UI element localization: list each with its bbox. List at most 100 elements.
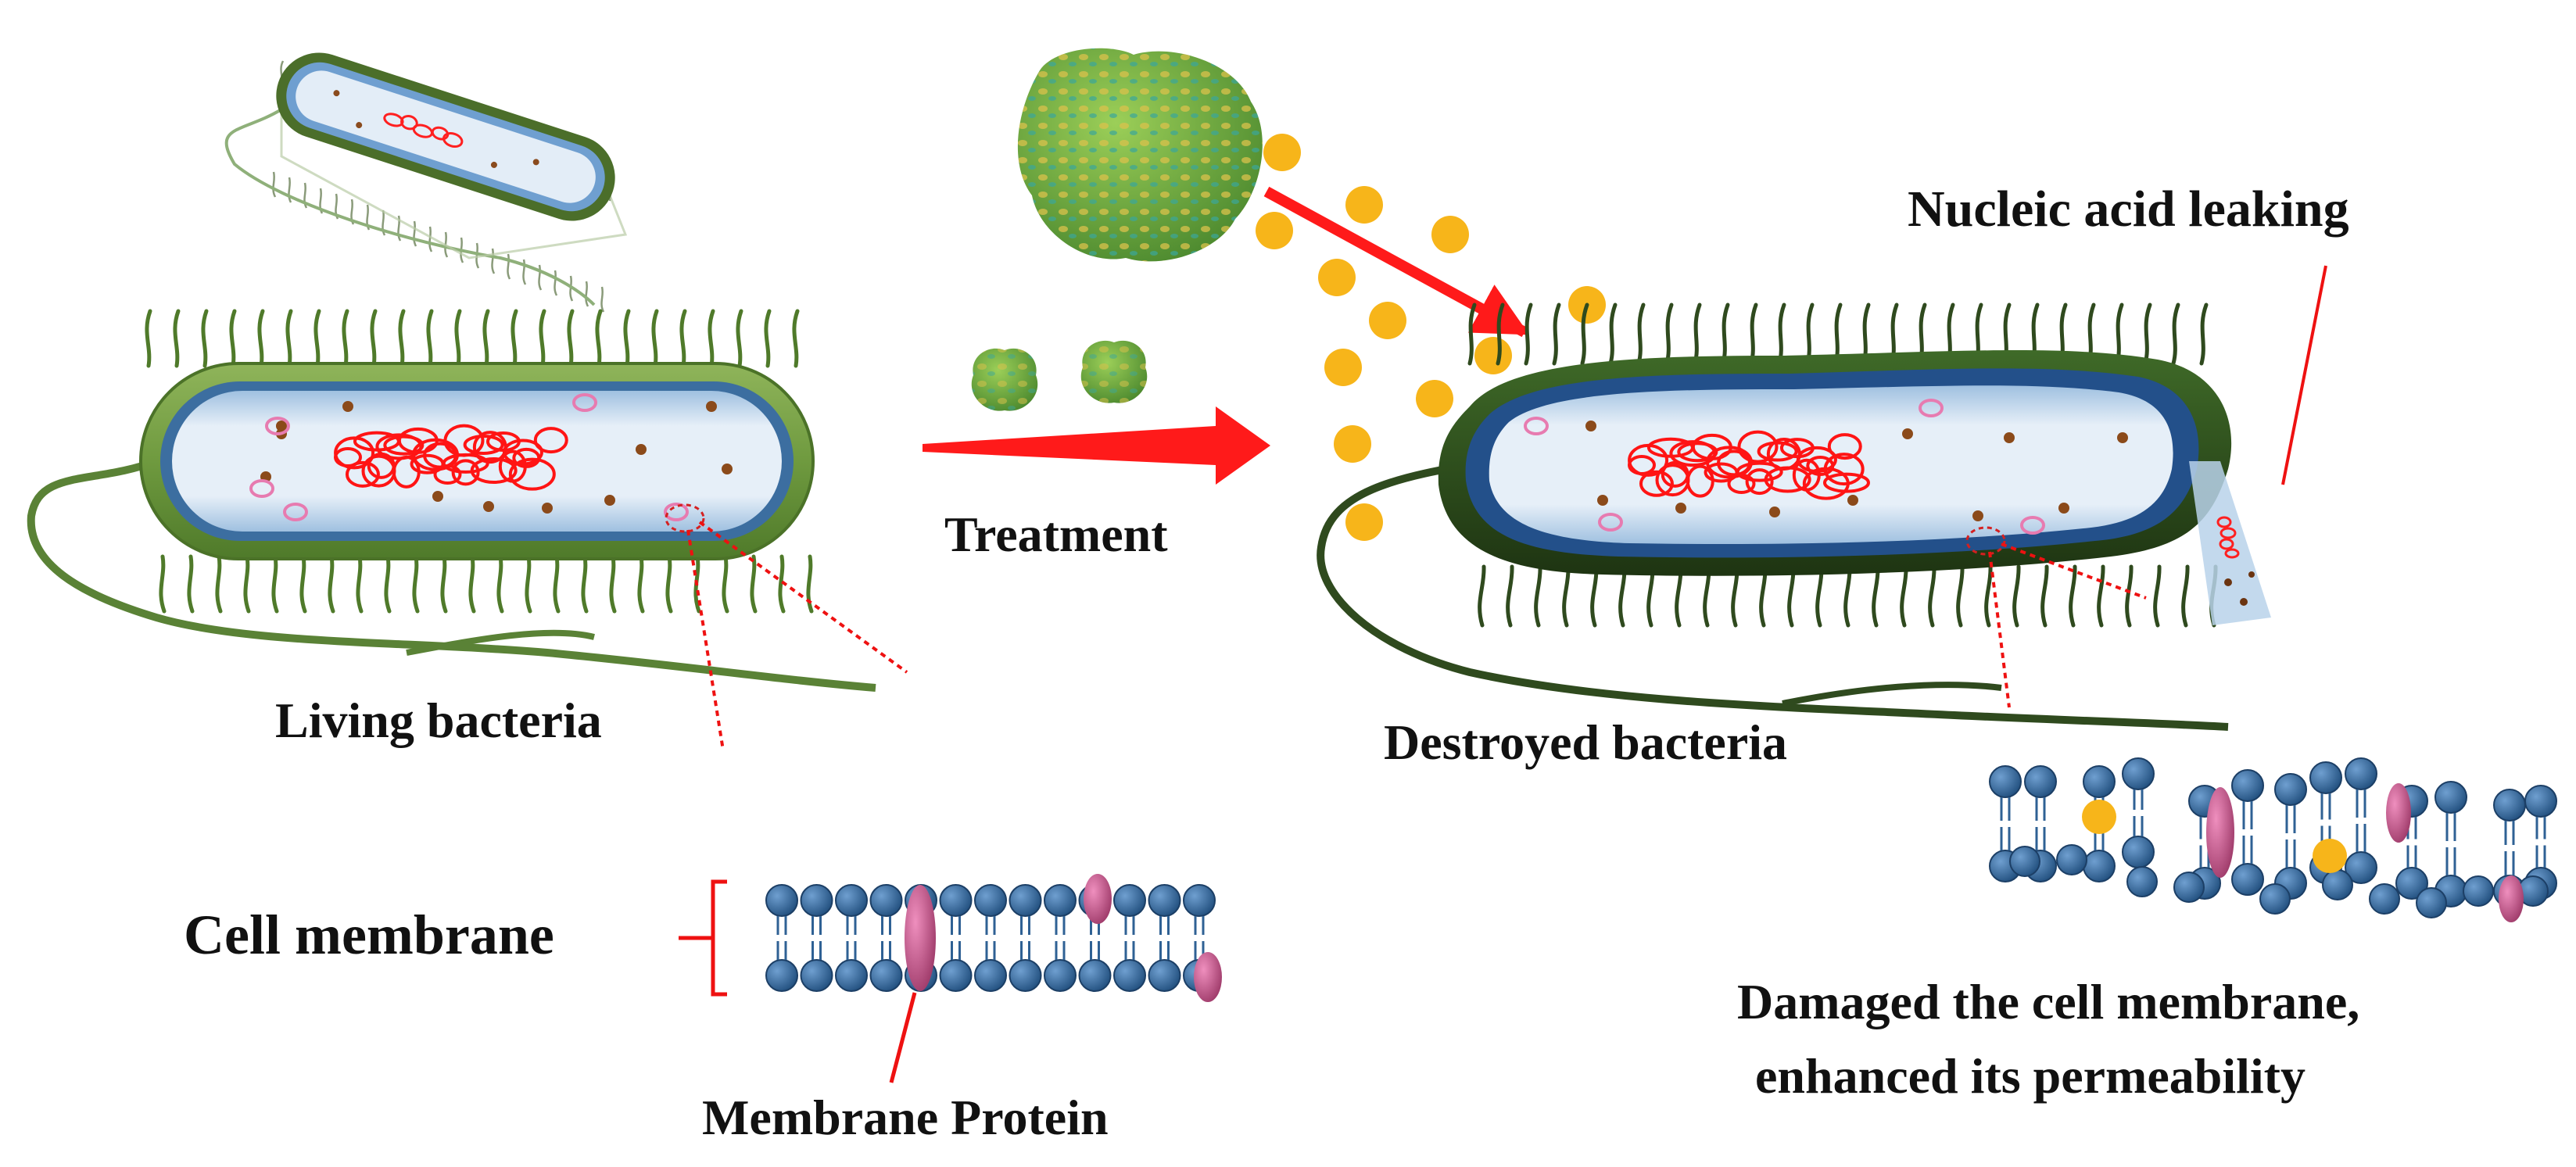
pilus <box>2125 564 2134 628</box>
treatment-arrow <box>923 406 1270 485</box>
dna-loop <box>1827 433 1862 460</box>
nanoparticle <box>1263 134 1301 171</box>
pilus <box>2069 564 2077 628</box>
destroyed-bacterium-illustration <box>1317 265 2327 731</box>
granule <box>2117 432 2128 443</box>
pilus <box>257 309 265 368</box>
pilus <box>1787 564 1796 628</box>
membrane-protein <box>1194 952 1222 1002</box>
lipid-head <box>2274 773 2307 806</box>
pilus <box>288 177 292 203</box>
pilus <box>1562 564 1571 628</box>
lipid-tails <box>2504 821 2515 875</box>
pilus <box>491 248 496 274</box>
lipid-tails <box>2133 789 2144 836</box>
pilus <box>328 554 335 614</box>
pilus <box>215 554 223 614</box>
lipid-head <box>2463 875 2494 907</box>
pilus <box>272 171 277 198</box>
lipid-head <box>1009 884 1042 917</box>
living-bacterium-illustration <box>27 309 908 751</box>
destroyed-bacteria-label: Destroyed bacteria <box>1384 714 1787 770</box>
damaged-membrane-label-line2: enhanced its permeability <box>1755 1048 2306 1104</box>
pilus <box>1805 302 1815 366</box>
large-nanocluster <box>1017 48 1263 262</box>
pilus <box>1928 564 1936 628</box>
pilus <box>750 554 758 614</box>
dna-loop <box>1745 468 1774 496</box>
granule <box>1597 495 1608 506</box>
pilus <box>2199 302 2209 366</box>
lipid-tails <box>2000 797 2011 850</box>
nanoparticle <box>2082 800 2116 834</box>
pilus <box>2181 564 2190 628</box>
living-zoom-marker <box>665 503 705 533</box>
nanoparticle <box>1334 425 1371 463</box>
pilus <box>1496 302 1505 366</box>
cell-membrane-label: Cell membrane <box>184 904 554 966</box>
attack-arrow <box>1263 186 1530 338</box>
dna-loop <box>1736 461 1783 482</box>
pilus <box>384 554 392 614</box>
lipid-head <box>1989 765 2022 798</box>
intact-membrane-diagram <box>679 874 1222 1083</box>
nanoparticle <box>1369 302 1406 339</box>
lipid-head <box>939 959 973 992</box>
lipid-head <box>1148 884 1181 917</box>
lipid-head <box>869 959 903 992</box>
nanoparticle <box>1324 349 1362 386</box>
pilus <box>145 309 152 368</box>
lipid-tails <box>776 916 787 960</box>
pilus <box>1478 564 1486 628</box>
dna-loop <box>533 427 568 454</box>
living-cytoplasm <box>172 391 782 532</box>
destroyed-bacterium-granules <box>1524 399 2128 535</box>
ribosome-ring <box>572 393 597 412</box>
lipid-head <box>939 884 973 917</box>
lipid-tails <box>1020 916 1030 960</box>
pilus <box>665 554 673 614</box>
pilus <box>173 309 181 368</box>
pilus <box>2153 564 2162 628</box>
lipid-head <box>835 884 868 917</box>
pilus <box>440 554 448 614</box>
granule <box>2004 432 2015 443</box>
pilus <box>1843 564 1852 628</box>
dna-loop <box>470 457 518 485</box>
lipid-head <box>2173 872 2205 903</box>
lipid-tails <box>1124 916 1135 960</box>
membrane-protein-pointer <box>889 992 917 1083</box>
granule <box>1902 428 1913 439</box>
pilus <box>1580 302 1589 366</box>
lipid-head <box>1183 884 1216 917</box>
pilus <box>366 204 371 231</box>
lipid-head <box>2231 769 2264 802</box>
lipid-head <box>2309 761 2342 794</box>
granule <box>432 491 443 502</box>
lipid-tails <box>2445 813 2456 875</box>
living-bacterium-pili <box>145 309 814 614</box>
lipid-tails <box>881 916 891 960</box>
ribosome-ring <box>1919 399 1944 417</box>
lipid-head <box>2231 863 2264 896</box>
pilus <box>187 554 195 614</box>
pilus <box>413 220 417 247</box>
damaged-membrane-label-line1: Damaged the cell membrane, <box>1737 974 2360 1029</box>
pilus <box>397 215 402 242</box>
pilus <box>595 309 603 368</box>
lipid-head <box>1044 959 1077 992</box>
pilus <box>522 259 527 285</box>
lipid-tails <box>1055 916 1066 960</box>
lipid-tails <box>2035 797 2046 850</box>
lipid-tails <box>985 916 996 960</box>
ribosome-ring <box>283 503 308 521</box>
lipid-head <box>765 959 798 992</box>
pilus <box>342 309 349 368</box>
pilus <box>398 309 406 368</box>
dna-loop <box>512 447 541 468</box>
pilus <box>637 554 645 614</box>
granule <box>1675 503 1686 514</box>
pilus <box>1608 302 1618 366</box>
lipid-head <box>2259 883 2291 915</box>
